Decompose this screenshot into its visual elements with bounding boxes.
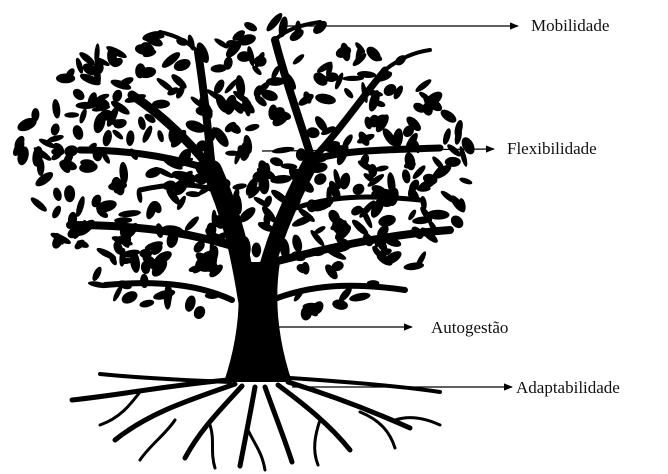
leaf [295,21,302,40]
leaf [101,129,113,147]
leaf [377,213,397,228]
leaf [183,214,201,232]
leaf [441,127,452,145]
leaf [118,209,141,218]
label-adaptabilidade: Adaptabilidade [516,378,620,397]
leaf [401,169,412,185]
leaf [314,92,337,106]
leaf [291,53,305,67]
leaf [52,187,64,202]
leaf [120,289,140,306]
label-autogestao: Autogestão [431,318,508,337]
leaf [186,191,201,198]
leaf [37,158,45,176]
leaf [225,151,239,156]
leaf [244,123,260,133]
leaf [71,87,87,103]
leaf [156,129,165,143]
leaf [56,74,75,84]
leaf [243,20,259,33]
label-mobilidade: Mobilidade [531,16,609,35]
leaf [252,243,262,258]
leaf [458,176,473,186]
leaf [348,291,371,303]
label-flexibilidade: Flexibilidade [507,139,597,158]
leaf [342,87,355,100]
leaf [126,130,136,146]
leaf [291,234,304,254]
leaf [91,265,104,282]
leaf [51,99,61,119]
tree-trunk [224,262,292,382]
leaf [312,171,329,187]
leaf [33,169,55,189]
leaf [139,298,155,308]
leaf [29,195,49,213]
leaf [50,123,61,137]
leaf [232,182,247,190]
leaf [331,298,348,311]
leaf [364,44,384,64]
leaf [71,124,85,141]
leaf [414,77,433,94]
leaf [64,185,76,202]
tree-roots [72,374,440,470]
leaf [50,204,63,220]
leaf [78,108,88,125]
leaf [111,128,125,141]
leaf [64,112,79,118]
